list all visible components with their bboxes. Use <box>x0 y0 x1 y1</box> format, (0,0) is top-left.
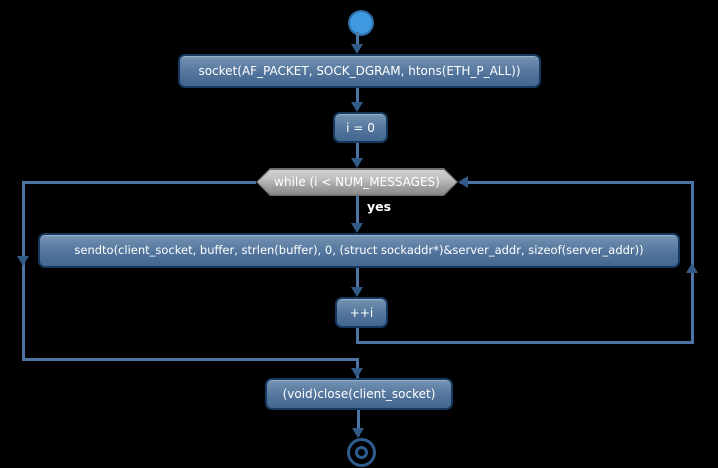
end-node-icon <box>347 438 376 467</box>
arrowhead-down-icon <box>351 102 363 112</box>
edge-init-to-while <box>356 143 359 162</box>
node-init: i = 0 <box>333 112 388 143</box>
node-socket-call-label: socket(AF_PACKET, SOCK_DGRAM, htons(ETH_… <box>198 64 521 78</box>
arrowhead-down-icon <box>351 44 363 54</box>
arrowhead-down-icon <box>352 428 364 438</box>
edge-socket-to-init <box>356 88 359 106</box>
start-node-icon <box>348 10 374 36</box>
arrowhead-down-icon <box>351 223 363 233</box>
node-while-condition-label: while (i < NUM_MESSAGES) <box>274 175 440 189</box>
edge-loopback-segment <box>356 328 359 343</box>
arrowhead-down-icon <box>351 368 363 378</box>
arrowhead-up-icon <box>686 263 698 273</box>
edge-label-yes: yes <box>367 199 392 214</box>
edge-loopexit-segment <box>22 181 256 184</box>
edge-start-to-socket <box>356 32 359 48</box>
node-socket-call: socket(AF_PACKET, SOCK_DGRAM, htons(ETH_… <box>178 54 541 88</box>
edge-close-to-end <box>357 410 360 436</box>
edge-sendto-to-increment <box>356 268 359 292</box>
edge-loopback-segment <box>691 181 694 344</box>
edge-while-to-sendto <box>356 196 359 227</box>
arrowhead-down-icon <box>351 287 363 297</box>
node-close-call-label: (void)close(client_socket) <box>282 387 436 401</box>
arrowhead-down-icon <box>351 158 363 168</box>
node-while-condition: while (i < NUM_MESSAGES) <box>256 168 458 196</box>
edge-loopexit-segment <box>22 358 359 361</box>
node-increment: ++i <box>335 297 388 328</box>
node-close-call: (void)close(client_socket) <box>265 378 453 410</box>
edge-loopexit-segment <box>22 181 25 361</box>
arrowhead-down-icon <box>17 256 29 266</box>
node-sendto-call-label: sendto(client_socket, buffer, strlen(buf… <box>74 242 644 257</box>
edge-loopback-segment <box>356 341 694 344</box>
node-init-label: i = 0 <box>346 120 375 135</box>
node-sendto-call: sendto(client_socket, buffer, strlen(buf… <box>38 233 680 268</box>
end-node-inner-ring <box>355 446 368 459</box>
arrowhead-left-icon <box>458 176 468 188</box>
node-increment-label: ++i <box>349 305 374 320</box>
edge-loopback-segment <box>460 181 694 184</box>
